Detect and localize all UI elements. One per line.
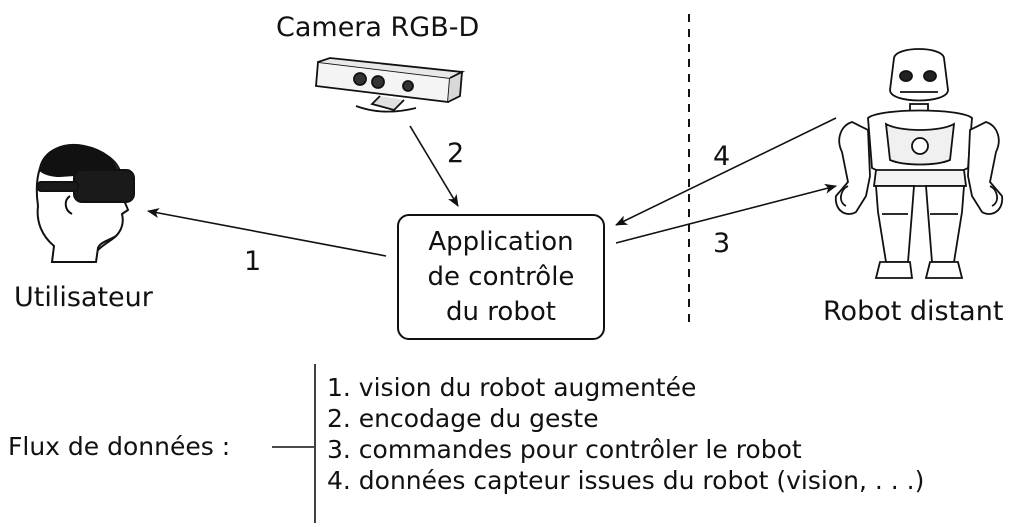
arrow-3 (615, 183, 837, 244)
arrow-4 (615, 117, 837, 226)
app-box-line-2: de contrôle (427, 261, 575, 292)
legend-item: 2. encodage du geste (327, 404, 599, 433)
robot-label: Robot distant (823, 296, 1004, 327)
legend-item: 3. commandes pour contrôler le robot (327, 435, 802, 464)
arrow-1 (147, 208, 387, 257)
arrow-label-1: 1 (244, 246, 262, 277)
app-box-line-1: Application (428, 226, 574, 257)
legend-title: Flux de données : (8, 432, 231, 461)
arrow-2 (409, 125, 459, 207)
user-label: Utilisateur (14, 282, 153, 313)
camera-icon (315, 57, 466, 113)
robot-icon (834, 48, 1004, 279)
app-box: Application de contrôle du robot (397, 214, 605, 340)
user-vr-icon (35, 144, 135, 263)
arrow-label-4: 4 (713, 141, 731, 172)
app-box-line-3: du robot (446, 296, 556, 327)
arrow-label-3: 3 (713, 228, 731, 259)
legend-item: 1. vision du robot augmentée (327, 373, 697, 402)
legend-item: 4. données capteur issues du robot (visi… (327, 466, 925, 495)
legend-list: 1. vision du robot augmentée 2. encodage… (327, 372, 924, 496)
camera-label: Camera RGB-D (276, 12, 480, 43)
arrow-label-2: 2 (447, 138, 465, 169)
